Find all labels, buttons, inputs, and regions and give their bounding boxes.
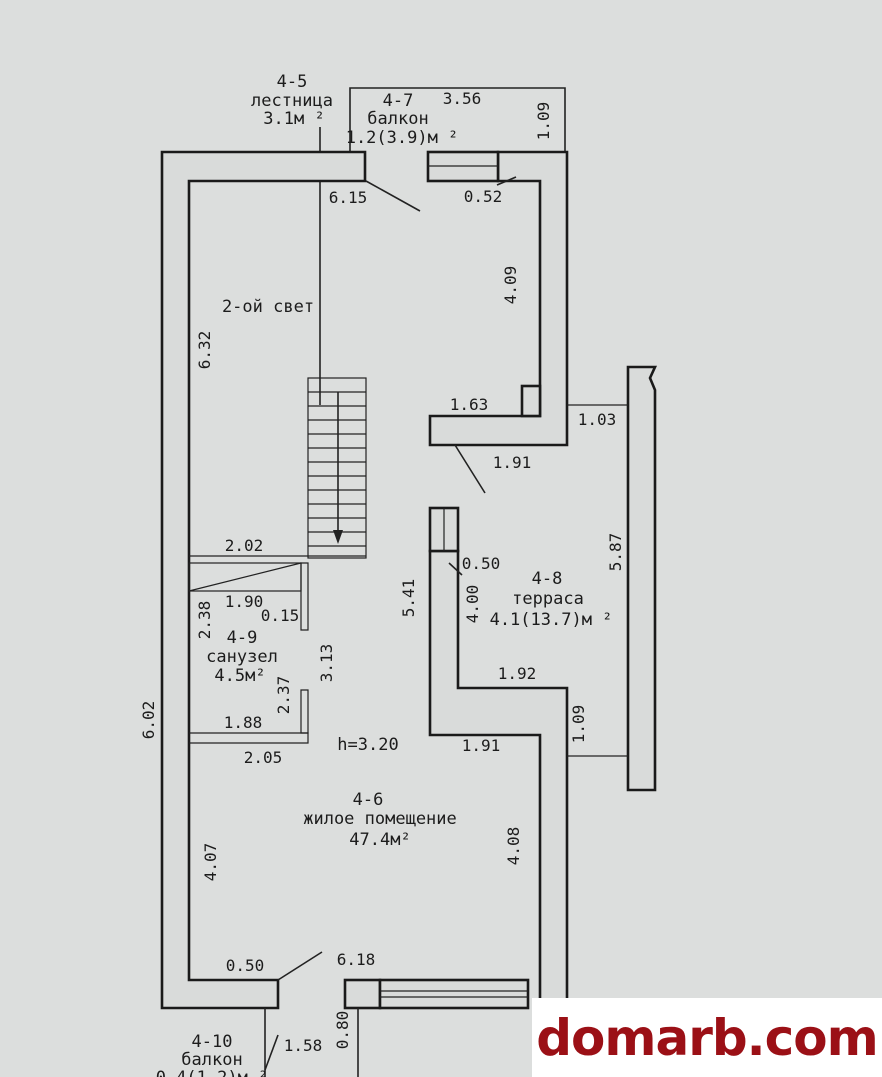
watermark-logo: domarb.com [532,998,882,1077]
living-name: жилое помещение [303,809,457,829]
dim-5-87: 5.87 [606,533,625,572]
dim-1-88: 1.88 [224,713,263,732]
balcony-bottom-area: 0.4(1.2)м ² [156,1068,269,1077]
dim-1-91-a: 1.91 [493,453,532,472]
terrace-name: терраса [512,589,584,609]
dim-3-56: 3.56 [443,89,482,108]
stairs-name: лестница [251,91,333,111]
balcony-top-outline [349,87,566,152]
bathroom-walls [188,555,366,744]
dim-0-50-b: 0.50 [226,956,265,975]
dim-1-63: 1.63 [450,395,489,414]
terrace-area: 4.1(13.7)м ² [490,610,613,630]
terrace-id: 4-8 [532,569,563,589]
staircase [307,377,367,559]
balcony-top-area: 1.2(3.9)м ² [346,128,459,148]
dim-0-52: 0.52 [464,187,503,206]
living-area: 47.4м² [349,830,410,850]
dim-0-50-a: 0.50 [462,554,501,573]
second-light-label: 2-ой свет [222,297,314,317]
dim-1-58: 1.58 [284,1036,323,1055]
dim-2-38: 2.38 [195,601,214,640]
balcony-bottom-name: балкон [181,1050,242,1070]
dim-1-90: 1.90 [225,592,264,611]
ceiling-height: h=3.20 [337,735,398,755]
terrace-rail [626,365,658,792]
dim-0-15: 0.15 [261,606,300,625]
dim-4-00: 4.00 [463,585,482,624]
dim-4-07: 4.07 [201,843,220,882]
top-right-wall [428,150,569,447]
stairs-id: 4-5 [277,72,308,92]
stairs-area: 3.1м ² [263,109,324,129]
dim-6-18: 6.18 [337,950,376,969]
dim-2-05: 2.05 [244,748,283,767]
balcony-top-name: балкон [367,109,428,129]
watermark-text: domarb.com [536,1008,879,1067]
bathroom-area: 4.5м² [214,666,265,686]
dim-6-15: 6.15 [329,188,368,207]
bottom-door-post [343,978,382,1010]
dim-1-91-b: 1.91 [462,736,501,755]
dim-1-03: 1.03 [578,410,617,429]
dim-6-02: 6.02 [139,701,158,740]
balcony-bottom-id: 4-10 [192,1032,233,1052]
dim-4-09: 4.09 [501,266,520,305]
living-id: 4-6 [353,790,384,810]
dim-0-80: 0.80 [333,1011,352,1050]
dim-4-08: 4.08 [504,827,523,866]
dim-2-37: 2.37 [274,676,293,715]
dim-1-92: 1.92 [498,664,537,683]
outer-wall [160,150,367,1010]
dim-2-02: 2.02 [225,536,264,555]
dim-5-41: 5.41 [399,579,418,618]
bathroom-name: санузел [206,647,278,667]
dim-3-13: 3.13 [317,644,336,683]
bathroom-id: 4-9 [227,628,258,648]
bottom-window [378,978,530,1010]
dim-1-09-a: 1.09 [534,102,553,141]
small-column [520,384,542,418]
dim-6-32: 6.32 [195,331,214,370]
balcony-top-id: 4-7 [383,91,414,111]
dim-1-09-b: 1.09 [569,705,588,744]
